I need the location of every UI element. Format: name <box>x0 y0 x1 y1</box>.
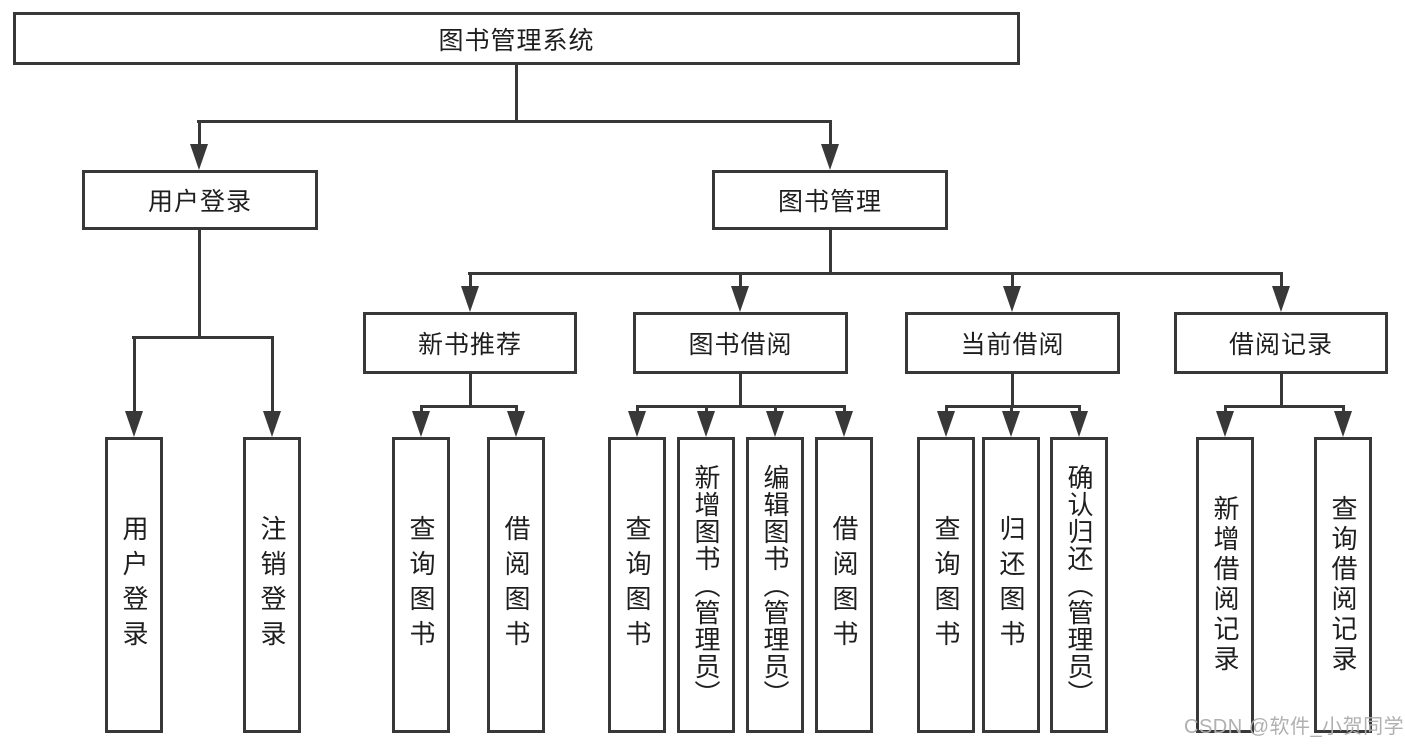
connector-line <box>420 405 423 414</box>
leaf-label: 编辑图书（管理员） <box>760 463 790 707</box>
connector-line <box>1011 374 1014 408</box>
node-current-borrow: 当前借阅 <box>905 312 1120 374</box>
arrowhead-down-icon <box>1272 286 1290 312</box>
connector-line <box>515 65 518 122</box>
node-borrow-records: 借阅记录 <box>1174 312 1388 374</box>
connector-line <box>515 405 518 414</box>
connector-line <box>468 272 1283 275</box>
arrowhead-down-icon <box>1002 411 1020 437</box>
connector-line <box>198 230 201 339</box>
connector-line <box>469 272 472 290</box>
leaf-add-borrow-record: 新增借阅记录 <box>1196 437 1254 733</box>
connector-line <box>197 120 832 123</box>
leaf-label: 新增图书（管理员） <box>691 463 721 707</box>
connector-line <box>1224 405 1345 408</box>
leaf-label: 查询借阅记录 <box>1328 495 1358 675</box>
connector-line <box>420 405 518 408</box>
leaf-add-book-admin: 新增图书（管理员） <box>677 437 735 733</box>
leaf-return-book: 归还图书 <box>982 437 1040 733</box>
node-library-system: 图书管理系统 <box>13 12 1020 65</box>
leaf-label: 归还图书 <box>996 515 1026 655</box>
node-new-book-recommend: 新书推荐 <box>363 312 577 374</box>
arrowhead-down-icon <box>190 144 208 170</box>
connector-line <box>843 405 846 414</box>
leaf-label: 查询图书 <box>406 515 436 655</box>
connector-line <box>705 405 708 414</box>
connector-line <box>945 405 948 414</box>
leaf-logout: 注销登录 <box>243 437 301 733</box>
arrowhead-down-icon <box>461 286 479 312</box>
connector-line <box>198 120 201 148</box>
node-label: 当前借阅 <box>960 331 1065 359</box>
leaf-label: 查询图书 <box>622 515 652 655</box>
leaf-query-books-borrow: 查询图书 <box>608 437 666 733</box>
connector-line <box>829 120 832 148</box>
connector-line <box>636 405 639 414</box>
connector-line <box>132 336 274 339</box>
connector-line <box>739 374 742 408</box>
connector-line <box>133 336 136 413</box>
arrowhead-down-icon <box>1216 411 1234 437</box>
arrowhead-down-icon <box>412 411 430 437</box>
connector-line <box>1280 374 1283 408</box>
node-label: 图书管理 <box>777 188 882 216</box>
leaf-borrow-books: 借阅图书 <box>815 437 873 733</box>
leaf-confirm-return-admin: 确认归还（管理员） <box>1050 437 1108 733</box>
connector-line <box>1078 405 1081 414</box>
arrowhead-down-icon <box>628 411 646 437</box>
node-label: 图书管理系统 <box>438 26 595 55</box>
leaf-label: 注销登录 <box>257 515 287 655</box>
leaf-label: 用户登录 <box>119 515 149 655</box>
connector-line <box>1280 272 1283 290</box>
leaf-user-login: 用户登录 <box>105 437 163 733</box>
leaf-label: 新增借阅记录 <box>1210 495 1240 675</box>
arrowhead-down-icon <box>1070 411 1088 437</box>
node-label: 新书推荐 <box>417 331 522 359</box>
arrowhead-down-icon <box>835 411 853 437</box>
leaf-query-books-current: 查询图书 <box>917 437 975 733</box>
arrowhead-down-icon <box>697 411 715 437</box>
connector-line <box>774 405 777 414</box>
leaf-borrow-books-recommend: 借阅图书 <box>487 437 545 733</box>
connector-line <box>271 336 274 413</box>
connector-line <box>829 230 832 274</box>
leaf-label: 借阅图书 <box>829 515 859 655</box>
connector-line <box>945 405 1081 408</box>
arrowhead-down-icon <box>125 411 143 437</box>
leaf-query-borrow-record: 查询借阅记录 <box>1314 437 1372 733</box>
node-book-management: 图书管理 <box>712 170 948 230</box>
leaf-label: 确认归还（管理员） <box>1064 463 1094 707</box>
node-book-borrow: 图书借阅 <box>633 312 848 374</box>
leaf-label: 查询图书 <box>931 515 961 655</box>
leaf-query-books-recommend: 查询图书 <box>392 437 450 733</box>
arrowhead-down-icon <box>1003 286 1021 312</box>
watermark: CSDN @软件_小贺同学 <box>1184 716 1405 738</box>
connector-line <box>1011 272 1014 290</box>
arrowhead-down-icon <box>821 144 839 170</box>
connector-line <box>1224 405 1227 414</box>
arrowhead-down-icon <box>731 286 749 312</box>
connector-line <box>636 405 846 408</box>
arrowhead-down-icon <box>937 411 955 437</box>
node-label: 图书借阅 <box>688 331 793 359</box>
leaf-edit-book-admin: 编辑图书（管理员） <box>746 437 804 733</box>
node-label: 借阅记录 <box>1228 331 1333 359</box>
connector-line <box>469 374 472 408</box>
connector-line <box>1342 405 1345 414</box>
arrowhead-down-icon <box>1334 411 1352 437</box>
connector-line <box>1010 405 1013 414</box>
node-user-login: 用户登录 <box>82 170 318 230</box>
arrowhead-down-icon <box>766 411 784 437</box>
leaf-label: 借阅图书 <box>501 515 531 655</box>
node-label: 用户登录 <box>147 188 252 216</box>
connector-line <box>739 272 742 290</box>
arrowhead-down-icon <box>507 411 525 437</box>
arrowhead-down-icon <box>263 411 281 437</box>
